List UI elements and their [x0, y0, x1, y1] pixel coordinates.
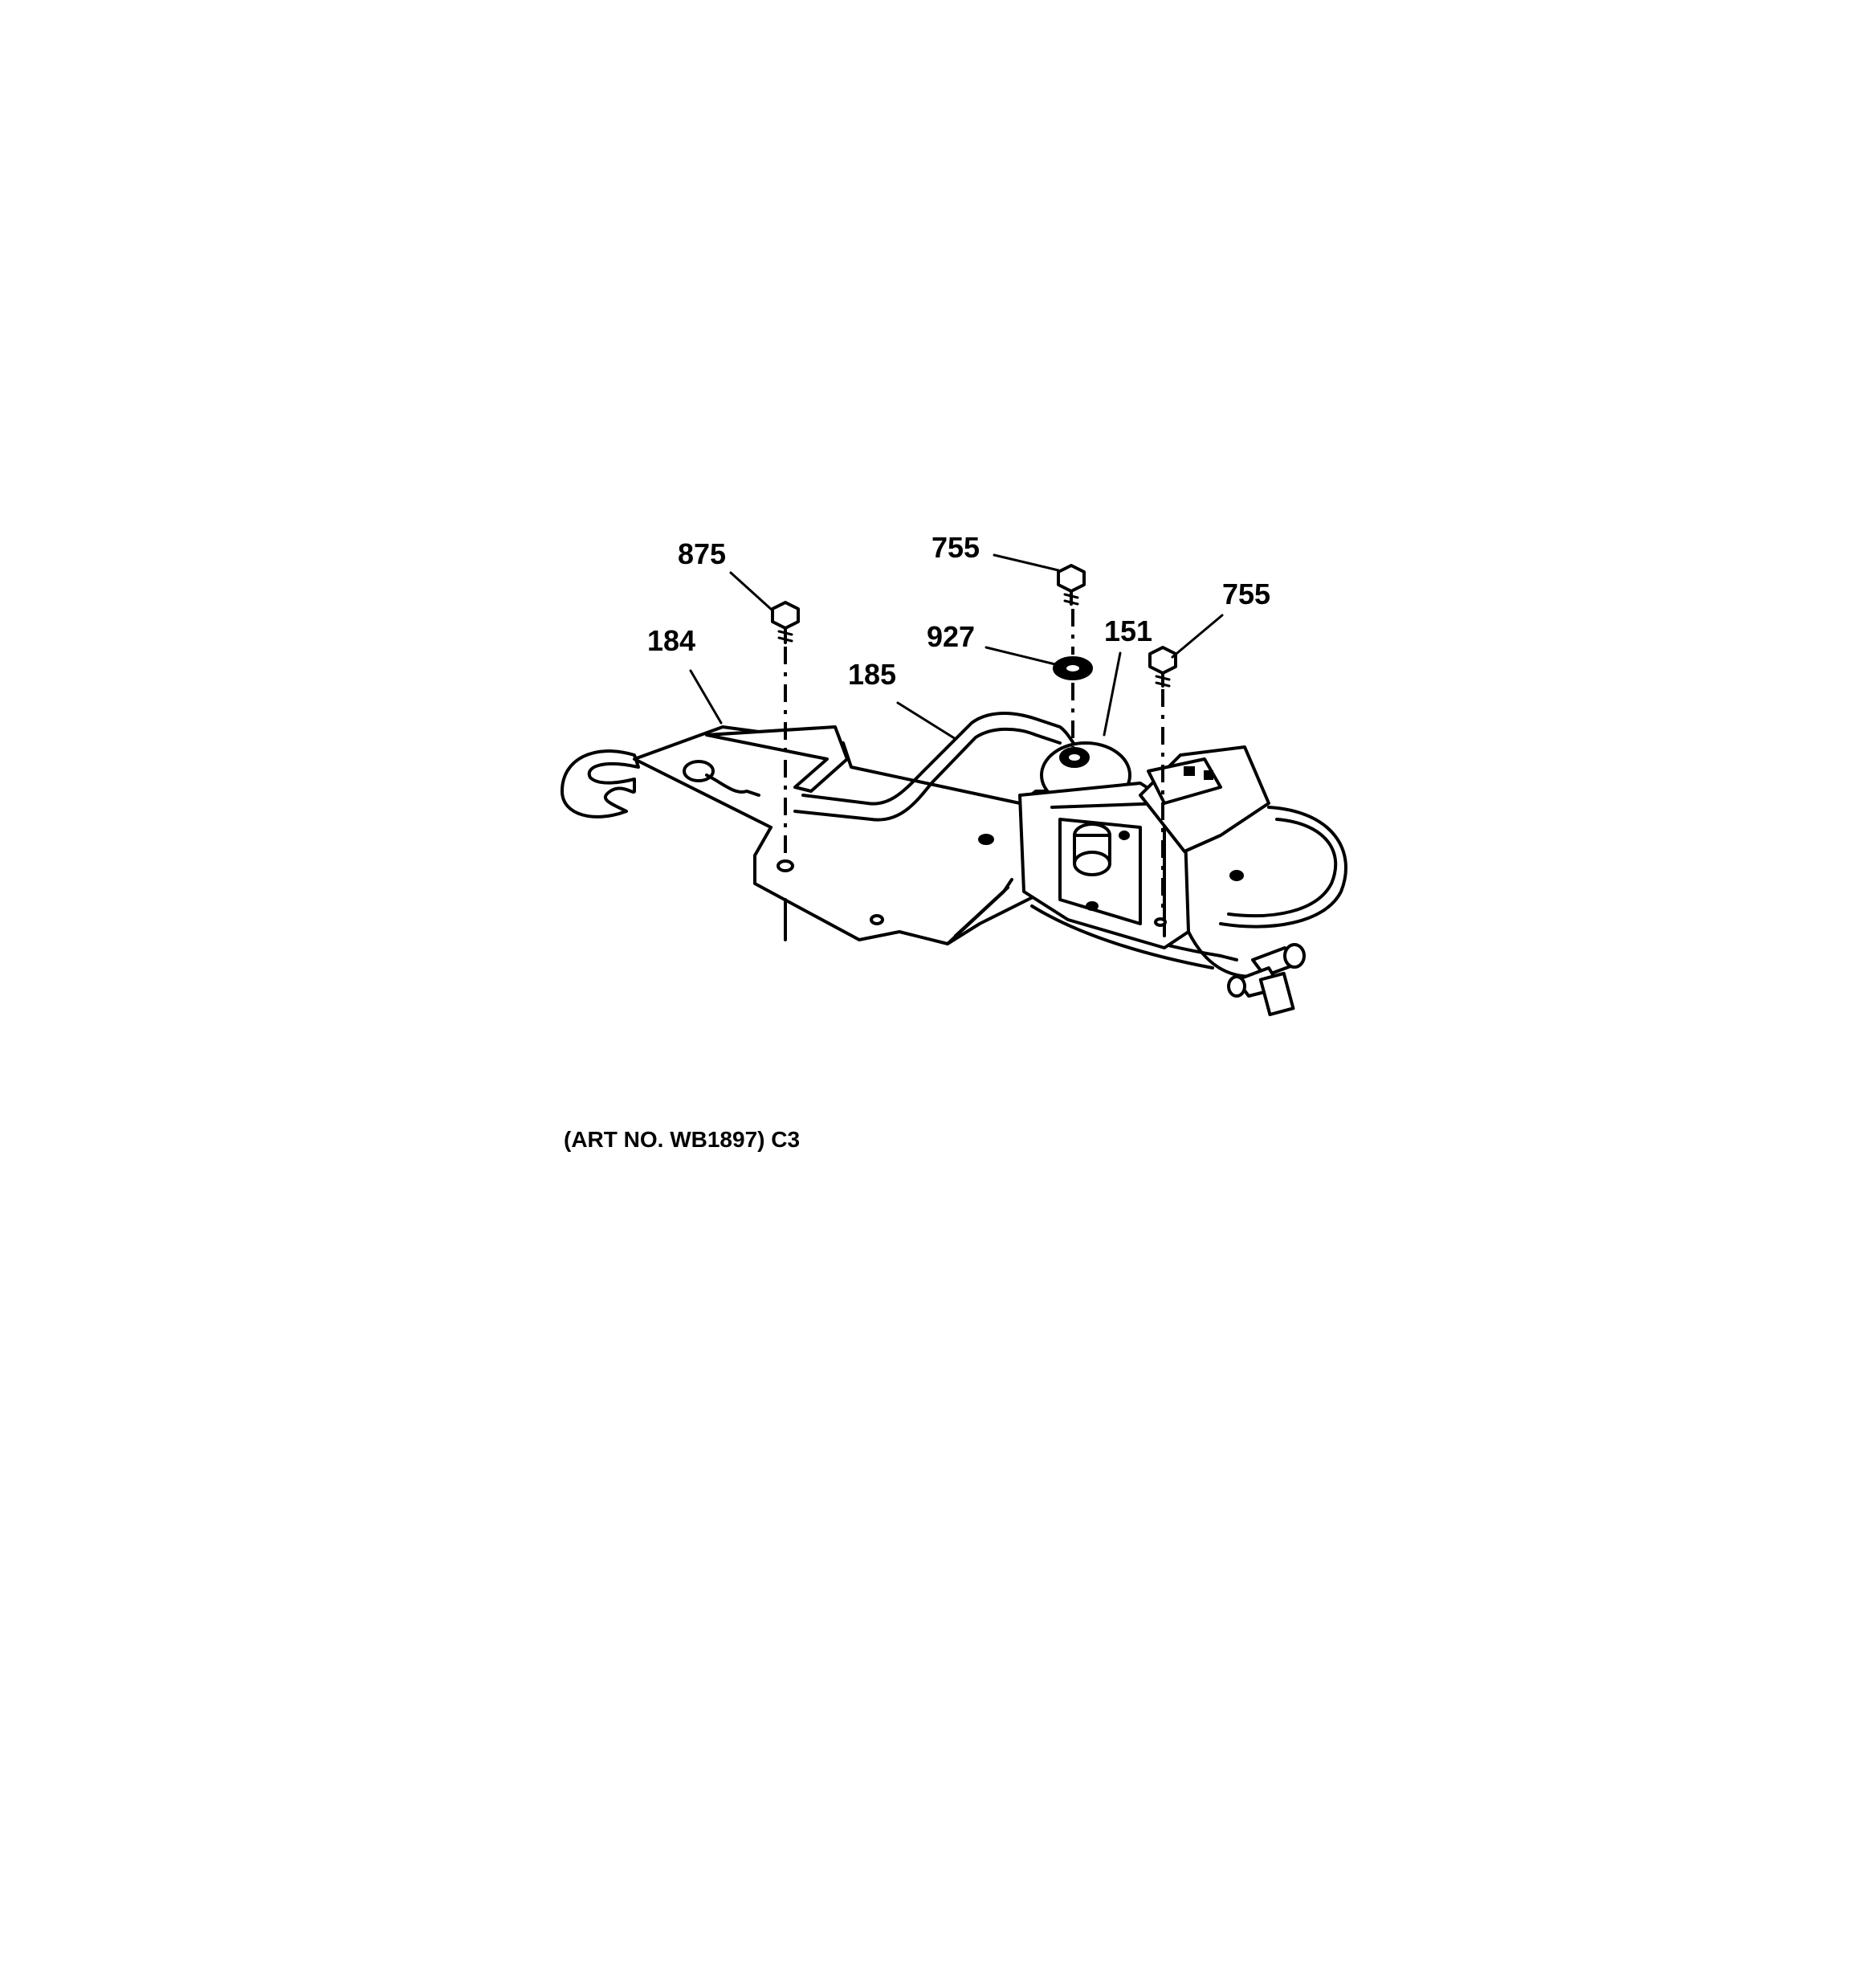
- washer-927: [1053, 656, 1093, 680]
- callout-185: 185: [848, 658, 896, 691]
- callout-184: 184: [647, 624, 695, 657]
- callout-927: 927: [927, 620, 975, 653]
- callout-875: 875: [678, 537, 726, 570]
- assembly-lines: [784, 609, 1164, 941]
- screw-755-right: [1148, 646, 1177, 688]
- callout-151: 151: [1104, 614, 1152, 647]
- terminal-connectors: [1187, 930, 1306, 1017]
- callout-755-center: 755: [932, 531, 980, 564]
- art-number-caption: (ART NO. WB1897) C3: [564, 1127, 800, 1152]
- screw-755-center: [1057, 564, 1086, 606]
- screw-875: [771, 601, 800, 644]
- leader-lines: [689, 553, 1224, 741]
- stud-in-cap: [1059, 747, 1090, 768]
- callout-755-right: 755: [1222, 578, 1270, 610]
- motor-assembly: [1018, 741, 1347, 949]
